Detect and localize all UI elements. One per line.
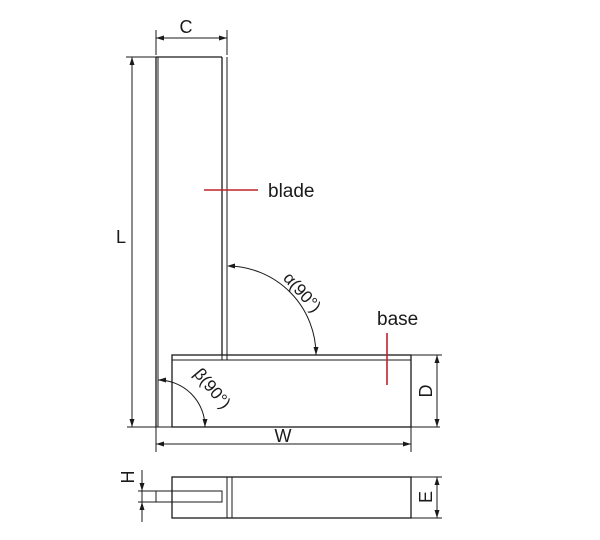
blade-outline xyxy=(155,56,228,427)
angle-beta-arc xyxy=(157,377,208,428)
dimension-c-label: C xyxy=(180,17,193,37)
dimension-l-label: L xyxy=(116,227,126,247)
dimension-d-label: D xyxy=(416,385,436,398)
dimension-e xyxy=(411,476,442,519)
side-view xyxy=(155,476,412,519)
dimension-c xyxy=(155,30,228,55)
dimension-h xyxy=(138,470,156,522)
angle-alpha-arc xyxy=(227,263,319,356)
dimension-w-label: W xyxy=(275,426,292,446)
dimension-e-label: E xyxy=(416,491,436,503)
dimension-w xyxy=(127,426,440,452)
base-label: base xyxy=(377,309,418,330)
dimension-h-label: H xyxy=(118,471,138,484)
angle-alpha-label: α(90°) xyxy=(279,269,324,317)
blade-label: blade xyxy=(268,181,315,202)
dimension-l xyxy=(126,56,156,427)
dimension-d xyxy=(411,354,442,427)
angle-beta-label: β(90°) xyxy=(190,364,235,412)
